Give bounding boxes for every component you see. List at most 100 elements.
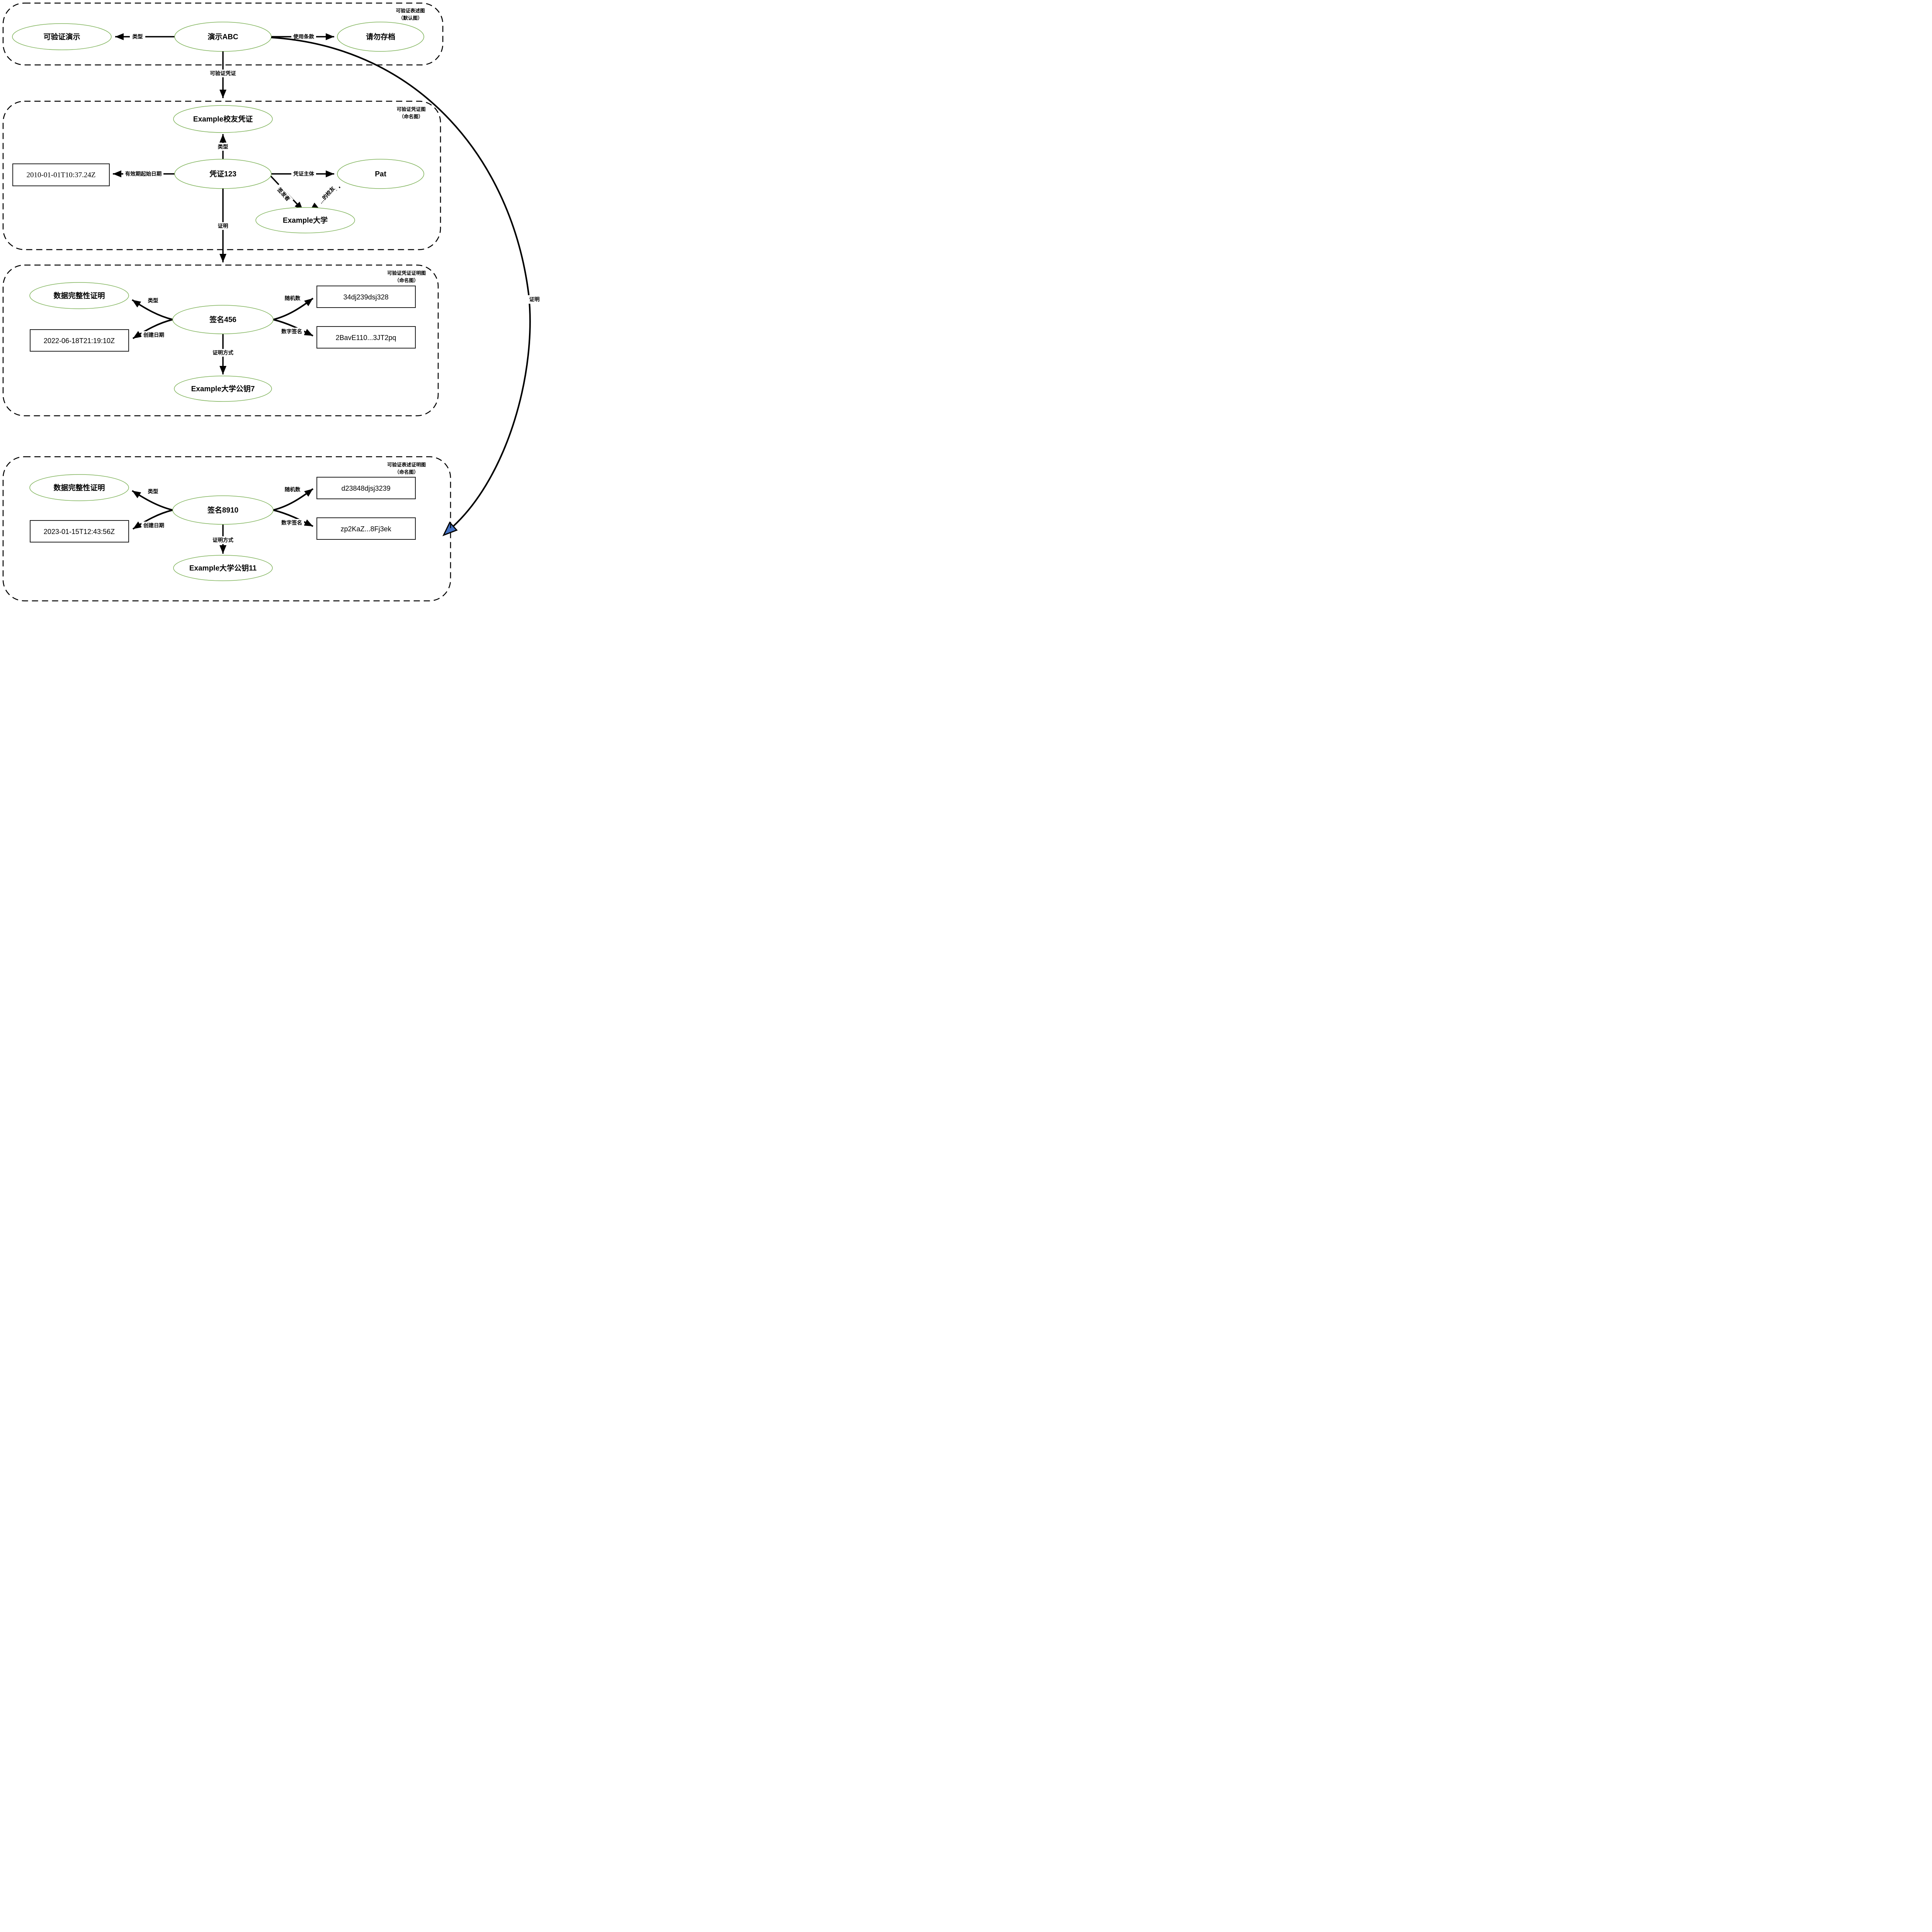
edge-label-terms-of-use: 使用条款 [291, 33, 316, 41]
label-bg [141, 522, 166, 529]
edge-label-type-credential: 类型 [215, 143, 231, 151]
svg-text:类型: 类型 [218, 144, 229, 150]
value-signature-value-1 [316, 326, 416, 349]
label-bg [291, 170, 316, 178]
value-nonce-1-label: 34dj239dsj328 [343, 293, 388, 301]
edge-label-digital-signature-1: 数字签名 [279, 328, 304, 335]
value-valid-from-date-label: 2010-01-01T10:37.24Z [27, 171, 96, 179]
svg-text:创建日期: 创建日期 [143, 332, 164, 338]
edge-label-nonce-2: 随机数 [282, 486, 303, 493]
node-pubkey-11 [173, 555, 273, 581]
edge-type-proof-1 [131, 299, 173, 320]
value-created-date-2-label: 2023-01-15T12:43:56Z [44, 528, 115, 536]
svg-text:类型: 类型 [133, 34, 143, 40]
label-bg [145, 297, 161, 304]
node-verifiable-presentation-label: 可验证演示 [43, 32, 80, 41]
label-bg [279, 519, 304, 527]
presentation-proof-graph-subtitle: （命名图） [395, 469, 419, 475]
value-created-date-1-label: 2022-06-18T21:19:10Z [44, 337, 115, 345]
edge-label-digital-signature-2: 数字签名 [279, 519, 304, 527]
credential-proof-graph-title: 可验证凭证证明图 [387, 270, 426, 276]
label-bg [208, 70, 238, 77]
svg-text:类型: 类型 [148, 298, 158, 304]
label-bg [279, 328, 304, 335]
label-bg [215, 143, 231, 151]
presentation-graph-subtitle: （默认图） [398, 15, 423, 21]
node-signature-456 [172, 305, 274, 334]
label-bg [211, 536, 235, 544]
credential-graph-border [2, 100, 441, 250]
edge-label-proof-presentation: 证明 [526, 295, 543, 304]
svg-text:有效期起始日期: 有效期起始日期 [125, 171, 162, 177]
credential-proof-graph: 可验证凭证证明图 （命名图） 数据完整性证明 签名456 2022-06-18T… [2, 264, 439, 417]
node-presentation-abc-label: 演示ABC [207, 32, 238, 41]
value-nonce-1 [316, 286, 416, 308]
label-bg [145, 488, 161, 495]
label-bg [130, 33, 145, 41]
label-bg [211, 349, 235, 357]
svg-text:证明方式: 证明方式 [213, 350, 233, 356]
svg-text:…的校友: …的校友 [318, 185, 336, 205]
node-pubkey-11-label: Example大学公钥11 [189, 564, 257, 573]
diagram: 可验证表述图 （默认图） 可验证演示 演示ABC 请勿存档 类型 使用条款 证明… [0, 0, 546, 604]
node-credential-123-label: 凭证123 [209, 170, 236, 179]
svg-text:类型: 类型 [148, 488, 158, 495]
node-alumni-credential [173, 105, 273, 133]
value-created-date-1 [30, 329, 129, 352]
label-bg [526, 295, 543, 304]
diagram-canvas: 可验证表述图 （默认图） 可验证演示 演示ABC 请勿存档 类型 使用条款 证明… [2, 2, 543, 602]
node-integrity-proof-1-label: 数据完整性证明 [53, 291, 105, 300]
presentation-graph: 可验证表述图 （默认图） 可验证演示 演示ABC 请勿存档 类型 使用条款 [2, 2, 444, 66]
credential-graph-title: 可验证凭证图 [396, 106, 425, 112]
node-example-university [255, 207, 355, 233]
edge-label-proof-credential: 证明 [215, 222, 231, 230]
node-integrity-proof-2 [29, 474, 129, 501]
edge-digital-signature-1 [273, 319, 313, 337]
value-signature-value-2 [316, 517, 416, 540]
credential-proof-graph-subtitle: （命名图） [395, 277, 419, 283]
label-bg [141, 331, 166, 339]
svg-text:使用条款: 使用条款 [293, 34, 314, 40]
label-bg [123, 170, 163, 178]
edge-label-type-presentation: 类型 [130, 33, 145, 41]
node-example-university-label: Example大学 [283, 216, 328, 225]
node-pat-label: Pat [375, 170, 386, 179]
node-signature-8910-label: 签名8910 [207, 506, 238, 515]
value-nonce-2-label: d23848djsj3239 [341, 485, 390, 492]
node-do-not-archive-label: 请勿存档 [366, 32, 395, 41]
label-bg [282, 486, 303, 493]
node-alumni-credential-label: Example校友凭证 [193, 115, 253, 124]
svg-text:随机数: 随机数 [285, 486, 301, 493]
edge-digital-signature-2 [273, 509, 313, 527]
edge-nonce-1 [273, 298, 314, 320]
edge-label-valid-from: 有效期起始日期 [123, 170, 163, 178]
label-bg [315, 183, 339, 207]
node-signature-8910 [172, 495, 274, 525]
edge-label-issuer: 签发者 [274, 184, 294, 205]
node-pubkey-7 [174, 376, 272, 402]
label-bg [282, 294, 303, 302]
presentation-proof-graph-title: 可验证表述证明图 [387, 462, 426, 468]
node-signature-456-label: 签名456 [209, 315, 236, 324]
edge-label-type-proof-1: 类型 [145, 297, 161, 304]
edge-label-proof-method-2: 证明方式 [211, 536, 235, 544]
label-bg [215, 222, 231, 230]
presentation-proof-graph: 可验证表述证明图 （命名图） 数据完整性证明 签名8910 2023-01-15… [2, 456, 451, 602]
value-created-date-2 [30, 520, 129, 543]
edge-type-proof-2 [131, 490, 173, 511]
edge-label-nonce-1: 随机数 [282, 294, 303, 302]
svg-text:凭证主体: 凭证主体 [293, 171, 314, 177]
credential-graph-subtitle: （命名图） [399, 114, 423, 119]
edge-label-type-proof-2: 类型 [145, 488, 161, 495]
svg-text:数字签名: 数字签名 [281, 328, 302, 335]
node-pubkey-7-label: Example大学公钥7 [191, 384, 255, 393]
node-pat [337, 159, 424, 189]
edge-label-created-1: 创建日期 [141, 331, 166, 339]
node-integrity-proof-1 [29, 282, 129, 309]
svg-text:创建日期: 创建日期 [143, 522, 164, 529]
value-valid-from-date [12, 163, 110, 186]
edge-nonce-2 [273, 488, 314, 511]
node-do-not-archive [337, 22, 424, 52]
svg-text:数字签名: 数字签名 [281, 520, 302, 526]
edge-created-1 [132, 319, 173, 339]
